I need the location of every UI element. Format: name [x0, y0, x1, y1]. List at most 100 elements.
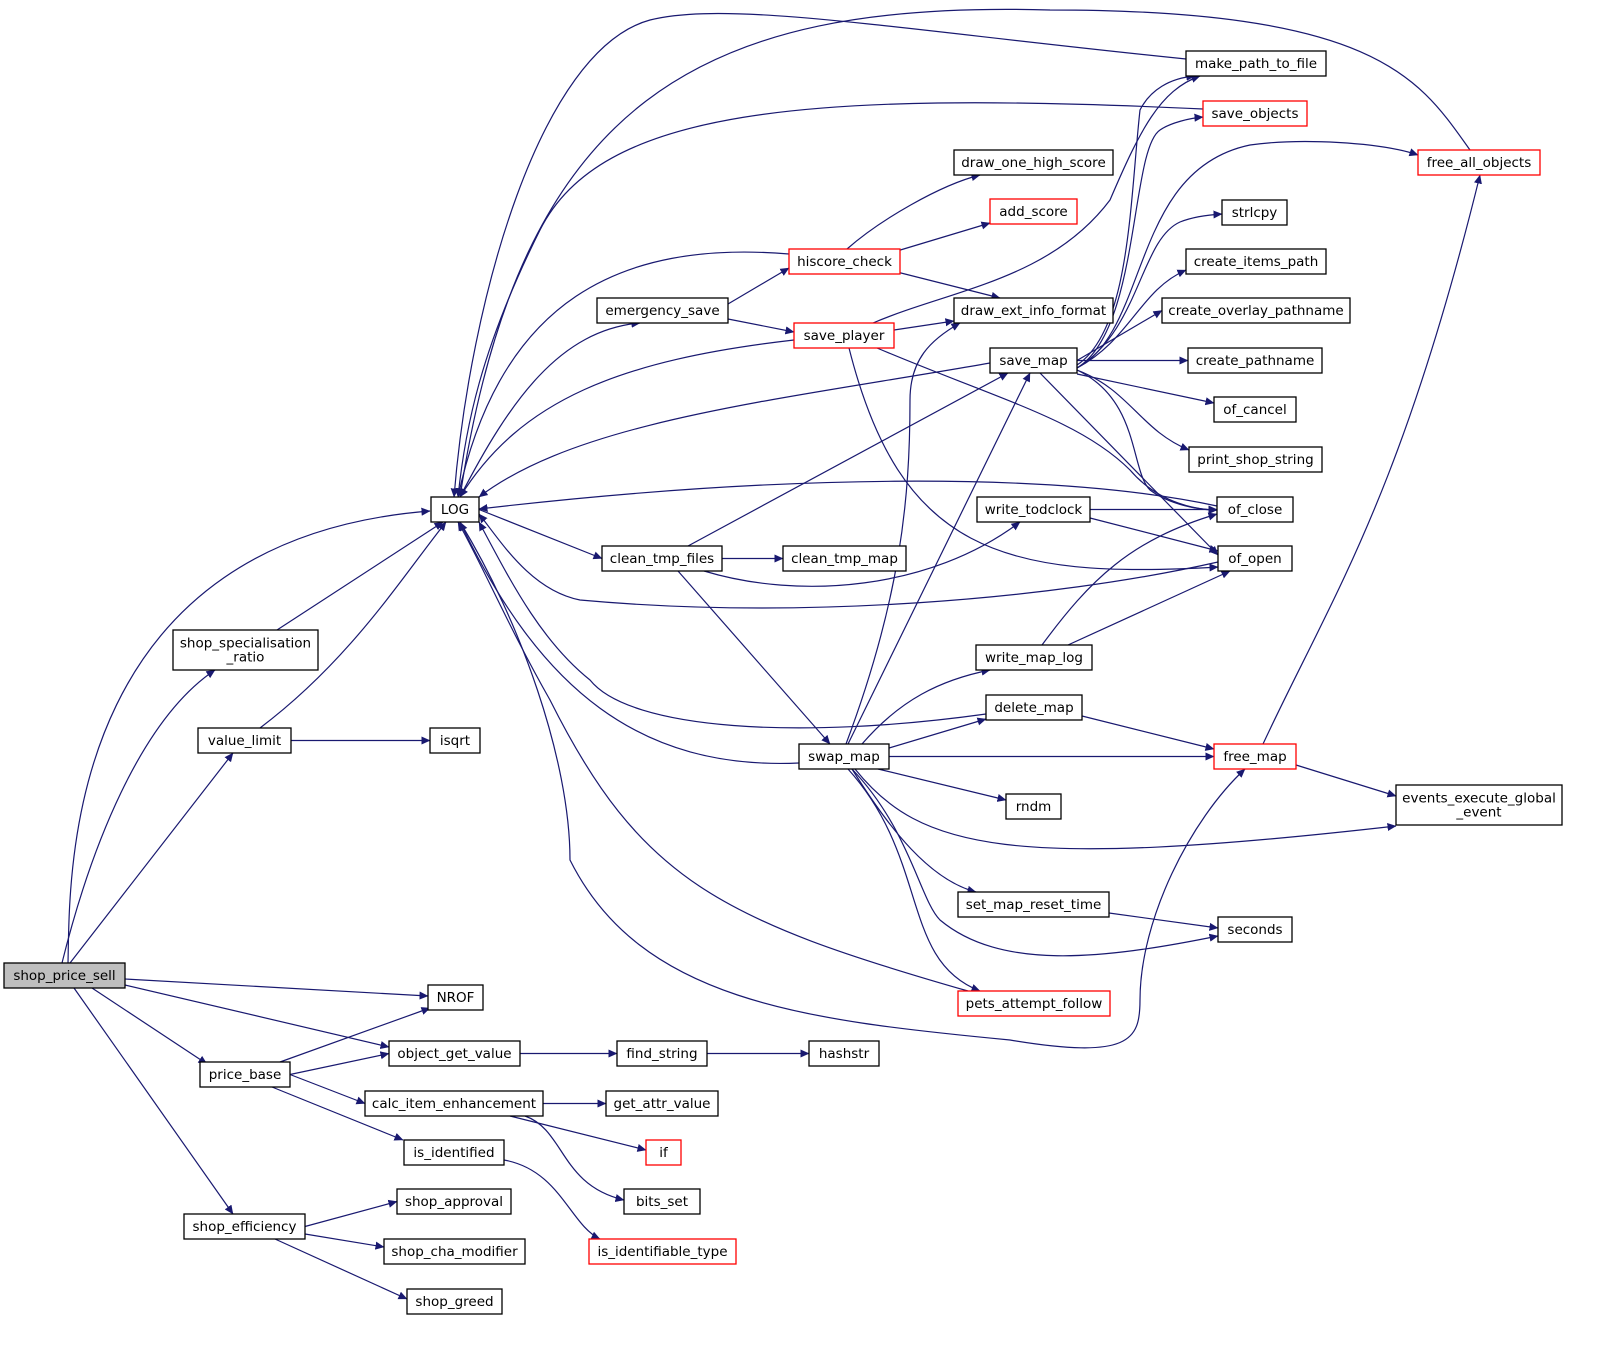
node-set-map-reset-time[interactable]: set_map_reset_time	[957, 891, 1110, 918]
node-pets-attempt-follow[interactable]: pets_attempt_follow	[957, 990, 1111, 1017]
node-of-close[interactable]: of_close	[1216, 496, 1294, 523]
node-isqrt[interactable]: isqrt	[429, 727, 481, 754]
node-box[interactable]	[396, 1188, 512, 1215]
node-box[interactable]	[975, 644, 1093, 671]
node-add-score[interactable]: add_score	[989, 198, 1078, 225]
node-price-base[interactable]: price_base	[199, 1061, 291, 1088]
node-box[interactable]	[985, 694, 1083, 721]
node-shop-greed[interactable]: shop_greed	[406, 1288, 503, 1315]
node-is-identified[interactable]: is_identified	[403, 1139, 505, 1166]
node-box[interactable]	[645, 1139, 682, 1166]
node-bits-set[interactable]: bits_set	[623, 1188, 701, 1215]
node-box[interactable]	[1217, 916, 1293, 943]
node-save-objects[interactable]: save_objects	[1202, 100, 1308, 127]
node-draw-one-high-score[interactable]: draw_one_high_score	[953, 149, 1114, 176]
node-box[interactable]	[793, 322, 895, 349]
node-delete-map[interactable]: delete_map	[985, 694, 1083, 721]
node-print-shop-string[interactable]: print_shop_string	[1188, 446, 1323, 473]
node-box[interactable]	[1213, 396, 1297, 423]
node-shop-efficiency[interactable]: shop_efficiency	[183, 1213, 306, 1240]
node-box[interactable]	[788, 248, 901, 275]
node-box[interactable]	[596, 297, 729, 324]
node-box[interactable]	[1202, 100, 1308, 127]
node-box[interactable]	[616, 1040, 708, 1067]
node-LOG[interactable]: LOG	[430, 496, 480, 523]
node-box[interactable]	[957, 891, 1110, 918]
node-box[interactable]	[989, 347, 1078, 374]
node-NROF[interactable]: NROF	[427, 984, 484, 1011]
node-free-map[interactable]: free_map	[1213, 743, 1297, 770]
node-is-identifiable-type[interactable]: is_identifiable_type	[588, 1238, 737, 1265]
node-shop-specialisation-ratio[interactable]: shop_specialisation_ratio	[172, 629, 319, 671]
node-box[interactable]	[1417, 149, 1541, 176]
node-hiscore-check[interactable]: hiscore_check	[788, 248, 901, 275]
node-shop-approval[interactable]: shop_approval	[396, 1188, 512, 1215]
node-emergency-save[interactable]: emergency_save	[596, 297, 729, 324]
node-box[interactable]	[1185, 50, 1327, 77]
node-box[interactable]	[957, 990, 1111, 1017]
node-box[interactable]	[953, 297, 1114, 324]
node-shop-cha-modifier[interactable]: shop_cha_modifier	[383, 1238, 526, 1265]
node-box[interactable]	[183, 1213, 306, 1240]
node-box[interactable]	[1185, 248, 1327, 275]
node-draw-ext-info-format[interactable]: draw_ext_info_format	[953, 297, 1114, 324]
node-clean-tmp-files[interactable]: clean_tmp_files	[601, 545, 723, 572]
node-rndm[interactable]: rndm	[1005, 793, 1062, 820]
node-box[interactable]	[588, 1238, 737, 1265]
node-create-items-path[interactable]: create_items_path	[1185, 248, 1327, 275]
node-box[interactable]	[406, 1288, 503, 1315]
node-shop-price-sell[interactable]: shop_price_sell	[3, 962, 126, 989]
node-find-string[interactable]: find_string	[616, 1040, 708, 1067]
node-box[interactable]	[427, 984, 484, 1011]
node-box[interactable]	[782, 545, 907, 572]
node-box[interactable]	[605, 1090, 719, 1117]
node-box[interactable]	[623, 1188, 701, 1215]
node-box[interactable]	[1188, 446, 1323, 473]
node-box[interactable]	[1005, 793, 1062, 820]
node-box[interactable]	[1161, 297, 1351, 324]
node-box[interactable]	[197, 727, 292, 754]
node-box[interactable]	[953, 149, 1114, 176]
node-get-attr-value[interactable]: get_attr_value	[605, 1090, 719, 1117]
node-if[interactable]: if	[645, 1139, 682, 1166]
node-save-player[interactable]: save_player	[793, 322, 895, 349]
node-box[interactable]	[798, 743, 890, 770]
node-box[interactable]	[601, 545, 723, 572]
node-write-map-log[interactable]: write_map_log	[975, 644, 1093, 671]
node-box[interactable]	[1221, 199, 1288, 226]
node-make-path-to-file[interactable]: make_path_to_file	[1185, 50, 1327, 77]
node-seconds[interactable]: seconds	[1217, 916, 1293, 943]
node-free-all-objects[interactable]: free_all_objects	[1417, 149, 1541, 176]
node-hashstr[interactable]: hashstr	[808, 1040, 880, 1067]
node-value-limit[interactable]: value_limit	[197, 727, 292, 754]
node-create-pathname[interactable]: create_pathname	[1187, 347, 1323, 374]
node-events-execute-global-event[interactable]: events_execute_global_event	[1395, 784, 1563, 826]
node-box[interactable]	[388, 1040, 521, 1067]
node-of-open[interactable]: of_open	[1217, 545, 1293, 572]
node-box[interactable]	[989, 198, 1078, 225]
node-clean-tmp-map[interactable]: clean_tmp_map	[782, 545, 907, 572]
node-box[interactable]	[172, 629, 319, 671]
node-box[interactable]	[383, 1238, 526, 1265]
node-box[interactable]	[1213, 743, 1297, 770]
node-box[interactable]	[808, 1040, 880, 1067]
node-box[interactable]	[430, 496, 480, 523]
node-create-overlay-pathname[interactable]: create_overlay_pathname	[1161, 297, 1351, 324]
node-swap-map[interactable]: swap_map	[798, 743, 890, 770]
node-box[interactable]	[1187, 347, 1323, 374]
node-box[interactable]	[1216, 496, 1294, 523]
node-save-map[interactable]: save_map	[989, 347, 1078, 374]
node-box[interactable]	[199, 1061, 291, 1088]
node-box[interactable]	[403, 1139, 505, 1166]
node-box[interactable]	[1395, 784, 1563, 826]
node-box[interactable]	[364, 1090, 544, 1117]
node-box[interactable]	[3, 962, 126, 989]
node-strlcpy[interactable]: strlcpy	[1221, 199, 1288, 226]
node-calc-item-enhancement[interactable]: calc_item_enhancement	[364, 1090, 544, 1117]
node-write-todclock[interactable]: write_todclock	[976, 496, 1091, 523]
node-of-cancel[interactable]: of_cancel	[1213, 396, 1297, 423]
node-box[interactable]	[429, 727, 481, 754]
node-object-get-value[interactable]: object_get_value	[388, 1040, 521, 1067]
node-box[interactable]	[1217, 545, 1293, 572]
node-box[interactable]	[976, 496, 1091, 523]
